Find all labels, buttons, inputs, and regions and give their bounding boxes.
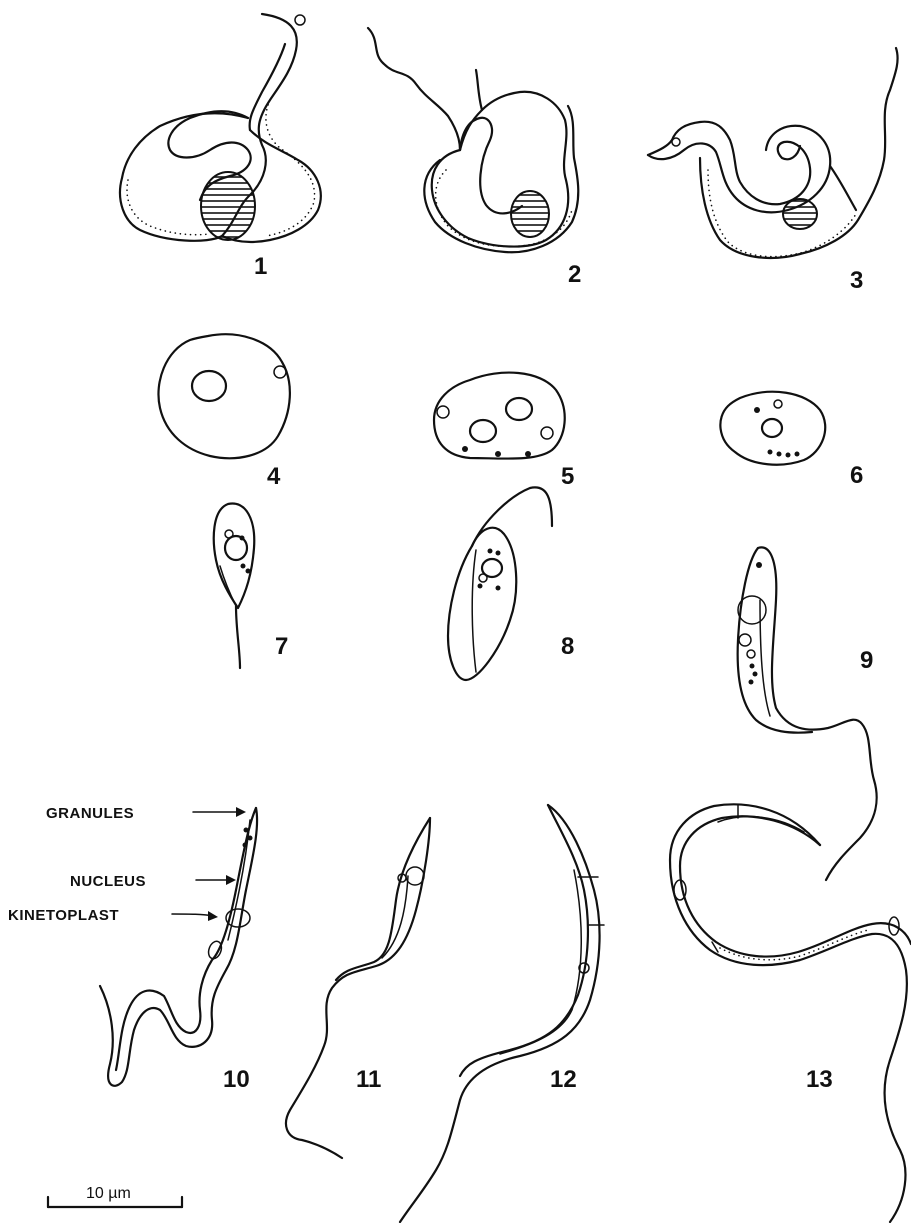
figure-number-9: 9: [860, 647, 873, 674]
figure-number-7: 7: [275, 633, 288, 660]
figure-number-2: 2: [568, 261, 581, 288]
cell-figure-6: [720, 392, 825, 465]
cell-figure-4: [158, 334, 289, 458]
figure-number-6: 6: [850, 462, 863, 489]
figure-number-8: 8: [561, 633, 574, 660]
cell-figure-8: [448, 487, 552, 680]
cell-figure-3: [648, 48, 898, 258]
label-granules: GRANULES: [46, 805, 134, 822]
cell-figure-7: [214, 503, 254, 668]
figure-number-11: 11: [356, 1066, 381, 1093]
nucleus-fig-3: [783, 199, 817, 229]
cell-figure-13: [670, 804, 911, 1222]
nucleus-fig-2: [511, 191, 549, 237]
cell-figure-5: [434, 373, 565, 459]
figure-number-13: 13: [806, 1066, 833, 1093]
cell-figure-12: [400, 805, 604, 1222]
scale-bar-label: 10 µm: [86, 1185, 131, 1202]
label-nucleus: NUCLEUS: [70, 873, 146, 890]
cell-figure-10: [100, 808, 257, 1086]
figure-number-5: 5: [561, 463, 574, 490]
cell-figure-11: [286, 818, 430, 1158]
nucleus-fig-1: [201, 172, 255, 240]
figure-number-10: 10: [223, 1066, 250, 1093]
label-kinetoplast: KINETOPLAST: [8, 907, 119, 924]
figure-number-3: 3: [850, 267, 863, 294]
label-pointers: [172, 807, 246, 921]
figure-number-12: 12: [550, 1066, 577, 1093]
cell-figure-1: [120, 14, 321, 242]
pointer-kinetoplast: [172, 914, 214, 916]
figure-number-1: 1: [254, 253, 267, 280]
cell-figure-2: [368, 28, 578, 252]
figure-number-4: 4: [267, 463, 281, 490]
cell-figure-9: [738, 547, 877, 880]
